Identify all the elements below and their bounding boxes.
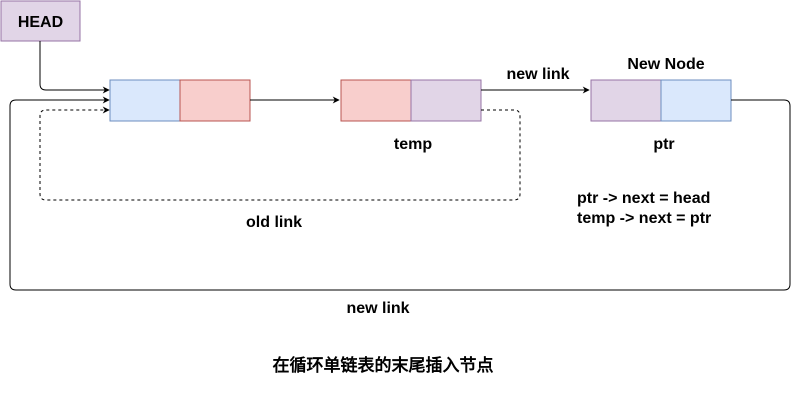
newnode-next-cell	[660, 79, 732, 122]
temp-next-cell	[410, 79, 482, 122]
temp-label: temp	[394, 136, 432, 153]
head-label: HEAD	[18, 14, 63, 31]
new-link-circular	[9, 96, 791, 291]
code-line-2: temp -> next = ptr	[577, 210, 711, 227]
new-link-bottom-label: new link	[346, 300, 409, 317]
newnode-data-cell	[590, 79, 662, 122]
diagram-caption: 在循环单链表的末尾插入节点	[273, 355, 494, 376]
code-line-1: ptr -> next = head	[577, 190, 710, 207]
old-link-dashed	[39, 106, 521, 201]
head-pointer-line	[39, 41, 110, 94]
old-link-label: old link	[246, 214, 302, 231]
temp-data-cell	[340, 79, 412, 122]
node1-next-cell	[179, 79, 251, 122]
ptr-label: ptr	[653, 136, 674, 153]
new-node-label: New Node	[627, 56, 704, 73]
new-link-top-label: new link	[506, 66, 569, 83]
head-box	[0, 0, 81, 42]
node1-data-cell	[109, 79, 181, 122]
